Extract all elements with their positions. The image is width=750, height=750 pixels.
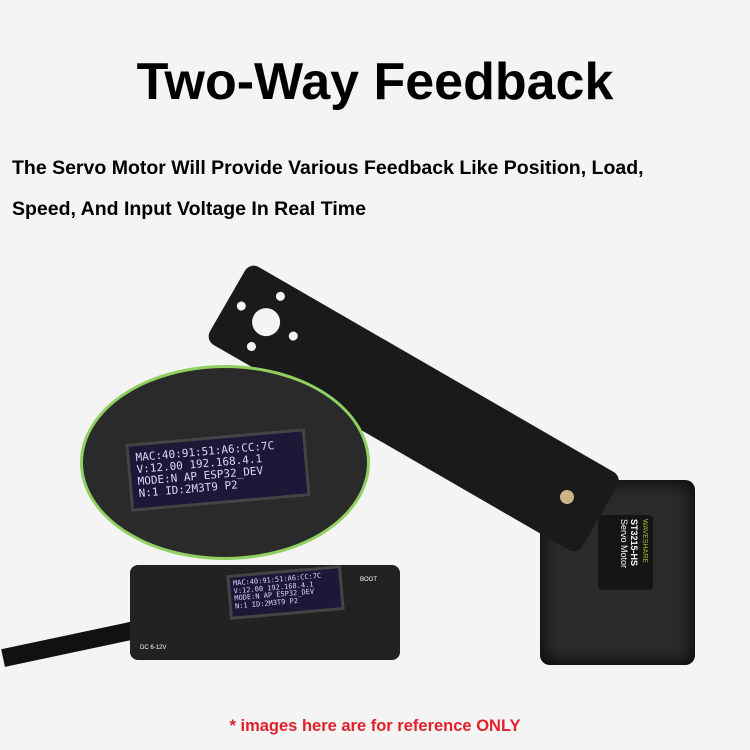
boot-label: BOOT — [360, 577, 378, 583]
servo-model: ST3215-HS — [629, 519, 639, 567]
oled-display-small: MAC:40:91:51:A6:CC:7C V:12.00 192.168.4.… — [226, 565, 345, 620]
servo-label: WAVESHARE ST3215-HS Servo Motor — [598, 515, 653, 590]
power-cable — [1, 620, 142, 667]
driver-board: MAC:40:91:51:A6:CC:7C V:12.00 192.168.4.… — [130, 565, 400, 660]
reference-note: * images here are for reference ONLY — [229, 717, 521, 735]
subtitle-line-2: Speed, And Input Voltage In Real Time — [12, 198, 366, 220]
zoom-callout: MAC:40:91:51:A6:CC:7C V:12.00 192.168.4.… — [80, 365, 370, 560]
servo-type: Servo Motor — [619, 519, 629, 569]
power-label: DC 6-12V — [140, 645, 167, 651]
servo-brand: WAVESHARE — [641, 519, 648, 563]
page-title: Two-Way Feedback — [136, 53, 614, 111]
subtitle-line-1: The Servo Motor Will Provide Various Fee… — [12, 157, 644, 179]
oled-display-zoomed: MAC:40:91:51:A6:CC:7C V:12.00 192.168.4.… — [125, 428, 311, 512]
